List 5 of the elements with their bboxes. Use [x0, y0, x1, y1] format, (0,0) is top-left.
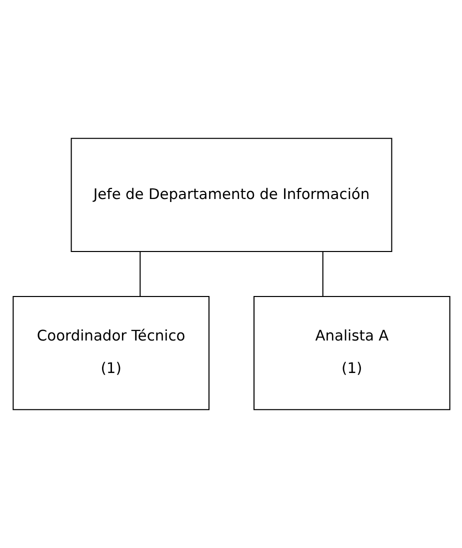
- connector: [322, 252, 323, 296]
- connector: [139, 252, 140, 296]
- node-box: Analista A (1): [252, 296, 450, 410]
- node-box: Jefe de Departamento de Información: [70, 138, 392, 252]
- node-box: Coordinador Técnico (1): [12, 296, 210, 410]
